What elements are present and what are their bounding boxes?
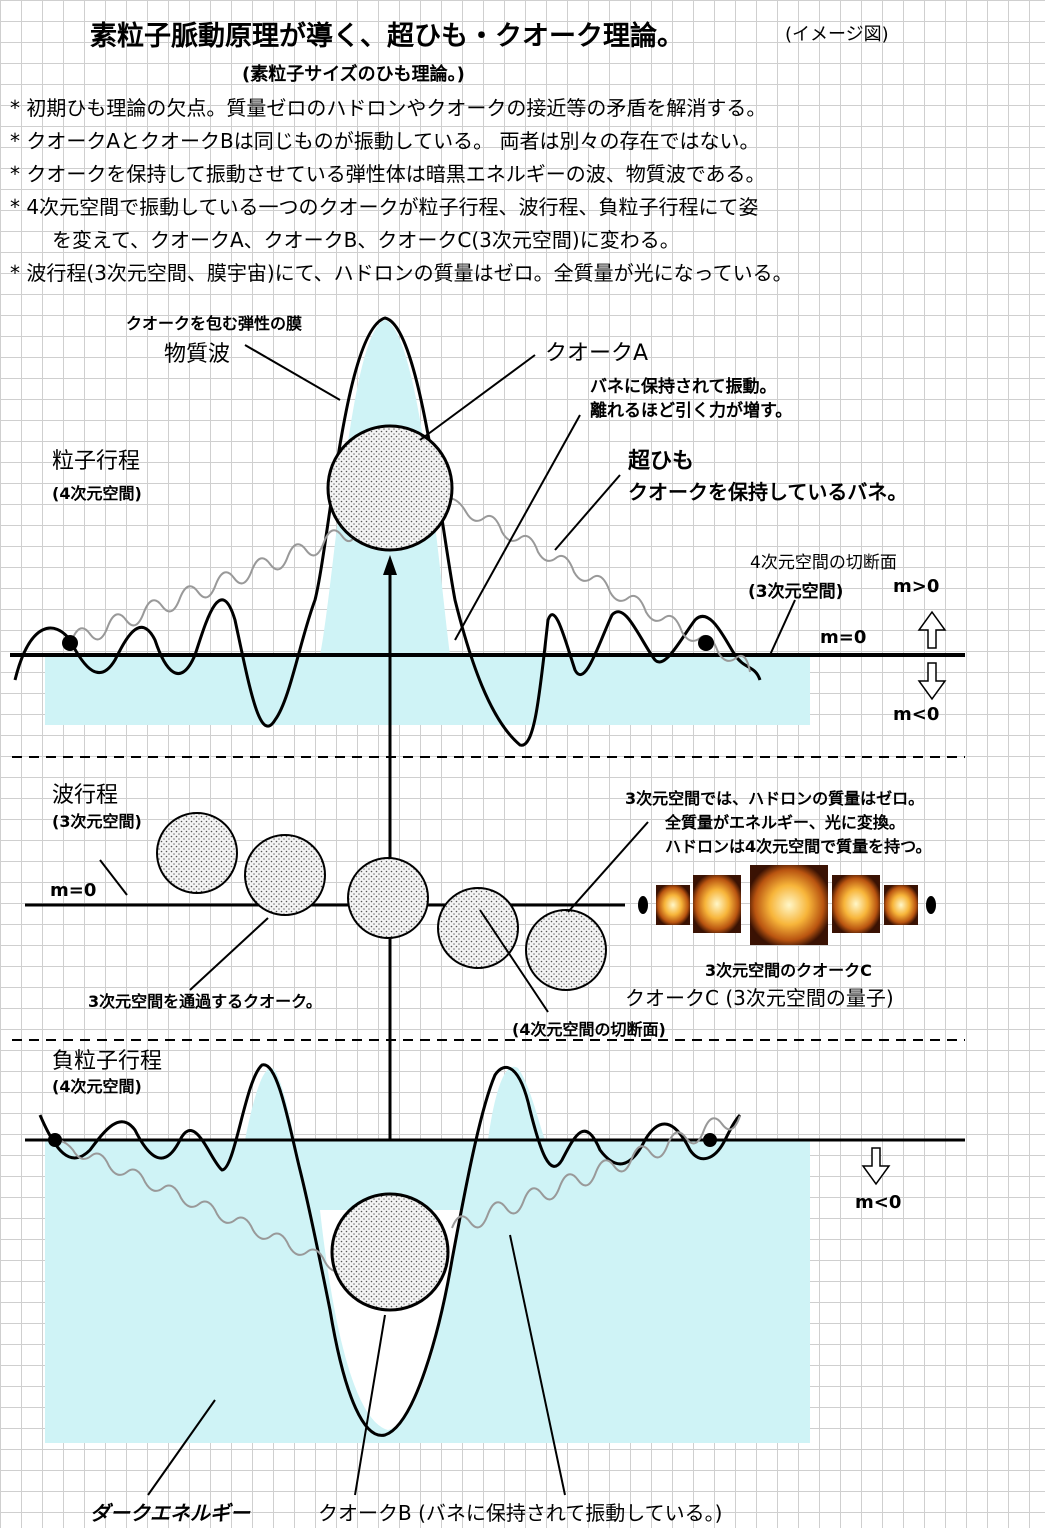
glow-quark-4: [832, 875, 880, 933]
leader-massless: [567, 821, 649, 913]
anchor-lower-right: [703, 1133, 717, 1147]
matter-wave-curve: [13, 316, 762, 747]
m-negative-lower-label: m<0: [855, 1192, 902, 1213]
leader-dark-energy: [147, 1399, 216, 1496]
cross-space-label: (3次元空間): [748, 582, 844, 602]
bullet-item: * 波行程(3次元空間、膜宇宙)にて、ハドロンの質量はゼロ。全質量が光になってい…: [10, 261, 793, 285]
anchor-left: [62, 635, 78, 651]
leader-spring: [454, 414, 581, 641]
page-title: 素粒子脈動原理が導く、超ひも・クオーク理論。: [90, 21, 684, 52]
spring-lower-left: [54, 1139, 354, 1279]
glow-quark-3: [750, 865, 828, 945]
quark-a: [326, 424, 454, 552]
leader-cross-section: [769, 599, 796, 656]
m-negative-upper-label: m<0: [893, 704, 940, 725]
leader-spring-lower: [509, 1234, 566, 1496]
glow-quark-2: [693, 875, 741, 933]
leader-matter-wave: [244, 344, 341, 401]
particle-stage-label: 粒子行程: [52, 449, 141, 474]
m-zero-upper-label: m=0: [820, 627, 867, 648]
quark-a-label: クオークA: [545, 341, 649, 366]
membrane-note: クオークを包む弾性の膜: [126, 314, 303, 333]
quark-pass-1: [156, 812, 238, 894]
quark-pass-3: [347, 857, 429, 939]
particle-stage-graphics: [10, 316, 965, 747]
massless-note-1: 3次元空間では、ハドロンの質量はゼロ。: [625, 789, 925, 808]
down-arrow-lower-icon: [861, 1147, 891, 1186]
bullet-item: を変えて、クオークA、クオークB、クオークC(3次元空間)に変わる。: [52, 228, 680, 252]
glow-dot-left: [638, 896, 648, 914]
up-arrow-icon: [917, 610, 947, 649]
anchor-lower-left: [48, 1133, 62, 1147]
glow-quark-5: [884, 885, 918, 925]
down-arrow-icon: [917, 662, 947, 701]
cross-section-middle-label: (4次元空間の切断面): [512, 1020, 666, 1039]
spring-left: [71, 525, 359, 641]
spring-lower-right: [451, 1115, 741, 1229]
m-positive-label: m>0: [893, 576, 940, 597]
leader-quark-a: [419, 354, 536, 441]
spring-note-1: バネに保持されて振動。: [590, 377, 777, 397]
title-note: (イメージ図): [785, 24, 889, 45]
quark-pass-4: [437, 887, 519, 969]
bullet-item: * クオークAとクオークBは同じものが振動している。 両者は別々の存在ではない。: [10, 129, 760, 153]
particle-stage-space: (4次元空間): [52, 484, 142, 503]
wave-stage-space: (3次元空間): [52, 812, 142, 831]
antiparticle-stage-label: 負粒子行程: [52, 1049, 163, 1074]
leader-m0-middle: [99, 859, 128, 896]
massless-note-2: 全質量がエネルギー、光に変換。: [665, 813, 905, 832]
bullet-item: * 初期ひも理論の欠点。質量ゼロのハドロンやクオークの接近等の矛盾を解消する。: [10, 96, 767, 120]
leader-cross-section-2: [479, 909, 549, 1013]
quark-c-label: クオークC (3次元空間の量子): [625, 986, 894, 1010]
dark-energy-label: ダークエネルギー: [90, 1501, 250, 1525]
leader-superstring: [554, 474, 621, 551]
quark-c-3d-label: 3次元空間のクオークC: [705, 961, 872, 980]
glow-quark-1: [656, 885, 690, 925]
bullet-item: * 4次元空間で振動している一つのクオークが粒子行程、波行程、負粒子行程にて姿: [10, 195, 759, 219]
bullet-item: * クオークを保持して振動させている弾性体は暗黒エネルギーの波、物質波である。: [10, 162, 766, 186]
superstring-desc: クオークを保持しているバネ。: [628, 480, 908, 504]
quark-pass-5: [525, 909, 607, 991]
antiparticle-stage-graphics: [25, 1063, 965, 1496]
glow-dot-right: [926, 896, 936, 914]
quark-pass-2: [244, 834, 326, 916]
wave-stage-label: 波行程: [52, 783, 119, 808]
spring-note-2: 離れるほど引く力が増す。: [590, 401, 793, 421]
m-zero-middle-label: m=0: [50, 880, 97, 901]
passing-quark-label: 3次元空間を通過するクオーク。: [88, 992, 322, 1011]
wave-stage-graphics: [25, 812, 936, 1013]
antiparticle-stage-space: (4次元空間): [52, 1077, 142, 1096]
page-subtitle: (素粒子サイズのひも理論。): [242, 64, 465, 85]
anchor-right: [698, 635, 714, 651]
cross-section-label: 4次元空間の切断面: [750, 553, 897, 573]
quark-b: [330, 1192, 450, 1312]
leader-quark-b: [354, 1314, 386, 1496]
lower-peak-right: [488, 1066, 545, 1140]
massless-note-3: ハドロンは4次元空間で質量を持つ。: [665, 837, 932, 856]
superstring-title: 超ひも: [628, 449, 695, 474]
quark-b-label: クオークB (バネに保持されて振動している。): [318, 1501, 723, 1525]
lower-peak-left: [245, 1068, 295, 1140]
matter-wave-label: 物質波: [164, 342, 231, 367]
leader-passing: [189, 917, 269, 991]
